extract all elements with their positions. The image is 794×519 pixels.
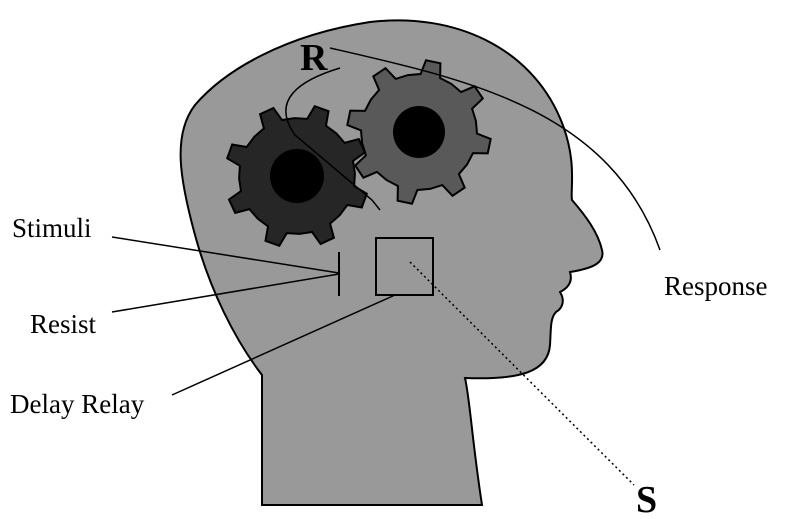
label-resist: Resist <box>30 309 97 339</box>
gear-right-hub <box>393 106 445 158</box>
label-response: Response <box>664 271 768 301</box>
label-stimuli: Stimuli <box>12 213 92 243</box>
gear-left-hub <box>270 149 324 203</box>
label-r: R <box>300 37 328 79</box>
label-delay-relay: Delay Relay <box>10 389 145 419</box>
label-s: S <box>636 479 657 519</box>
